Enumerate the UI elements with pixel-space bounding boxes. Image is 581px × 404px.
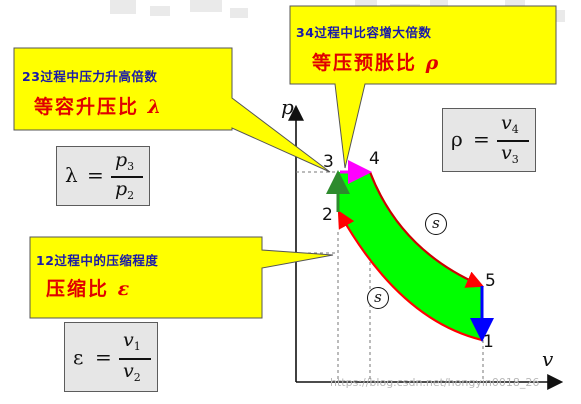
formula-lambda-den-var: p — [115, 178, 128, 200]
compression-symbol: ε — [117, 278, 132, 300]
point-1-label: 1 — [483, 332, 494, 352]
point-3-label: 3 — [323, 152, 334, 172]
cycle-area — [338, 172, 482, 340]
formula-rho-num-sub: 4 — [511, 123, 519, 136]
formula-lambda-num-sub: 3 — [127, 160, 135, 173]
expansion-curve-4-5 — [368, 171, 485, 288]
formula-rho-den: v3 — [501, 142, 519, 166]
formula-lambda-num-var: p — [115, 149, 128, 171]
expansion-title: 等压预胀比 ρ — [312, 48, 440, 75]
x-axis-label: v — [542, 347, 554, 371]
isentropic-mark-expansion: s — [425, 213, 447, 235]
formula-epsilon-den-sub: 2 — [133, 371, 141, 384]
formula-rho-num-var: v — [501, 112, 512, 134]
formula-rho-num: v4 — [501, 112, 519, 136]
callout-compression-bubble — [29, 236, 334, 319]
compression-description: 12过程中的压缩程度 — [36, 253, 159, 268]
formula-epsilon-num: v1 — [123, 329, 141, 353]
formula-epsilon-den: v2 — [123, 360, 141, 384]
formula-rho: ρ = v4 v3 — [442, 108, 536, 172]
point-2-label: 2 — [322, 205, 333, 225]
formula-epsilon-num-var: v — [123, 329, 134, 351]
formula-epsilon-lhs: ε — [73, 345, 84, 369]
compression-title: 压缩比 ε — [46, 274, 131, 301]
formula-epsilon-bar — [119, 358, 151, 360]
compression-title-text: 压缩比 — [46, 278, 110, 300]
compression-curve-1-2 — [337, 210, 483, 342]
expansion-symbol: ρ — [425, 52, 441, 74]
formula-rho-den-sub: 3 — [511, 153, 519, 166]
pressure-symbol: λ — [147, 96, 163, 118]
pressure-title-text: 等容升压比 — [34, 96, 140, 118]
expansion-description: 34过程中比容增大倍数 — [296, 25, 432, 40]
formula-rho-eq: = — [473, 127, 490, 151]
formula-epsilon-den-var: v — [123, 360, 134, 382]
pressure-description: 23过程中压力升高倍数 — [22, 69, 158, 84]
formula-lambda-num: p3 — [115, 149, 134, 173]
watermark: https://blog.csdn.net/hongyin0018_26 — [330, 376, 540, 389]
formula-lambda: λ = p3 p2 — [56, 146, 150, 206]
formula-lambda-den: p2 — [115, 178, 134, 202]
formula-lambda-bar — [111, 176, 143, 178]
point-4-label: 4 — [369, 149, 380, 169]
callout-pressure-bubble — [13, 47, 331, 173]
y-axis-label: p — [281, 95, 294, 119]
callout-expansion-bubble — [289, 5, 557, 169]
expansion-title-text: 等压预胀比 — [312, 52, 418, 74]
isentropic-mark-compression: s — [367, 287, 389, 309]
formula-rho-lhs: ρ — [451, 127, 463, 151]
formula-rho-bar — [497, 140, 529, 142]
formula-rho-den-var: v — [501, 142, 512, 164]
formula-lambda-den-sub: 2 — [127, 189, 135, 202]
formula-epsilon-eq: = — [95, 345, 112, 369]
formula-lambda-lhs: λ — [65, 163, 78, 187]
pressure-title: 等容升压比 λ — [34, 92, 163, 119]
formula-lambda-eq: = — [87, 163, 104, 187]
formula-epsilon-num-sub: 1 — [133, 340, 141, 353]
formula-epsilon: ε = v1 v2 — [64, 322, 158, 392]
point-5-label: 5 — [485, 271, 496, 291]
